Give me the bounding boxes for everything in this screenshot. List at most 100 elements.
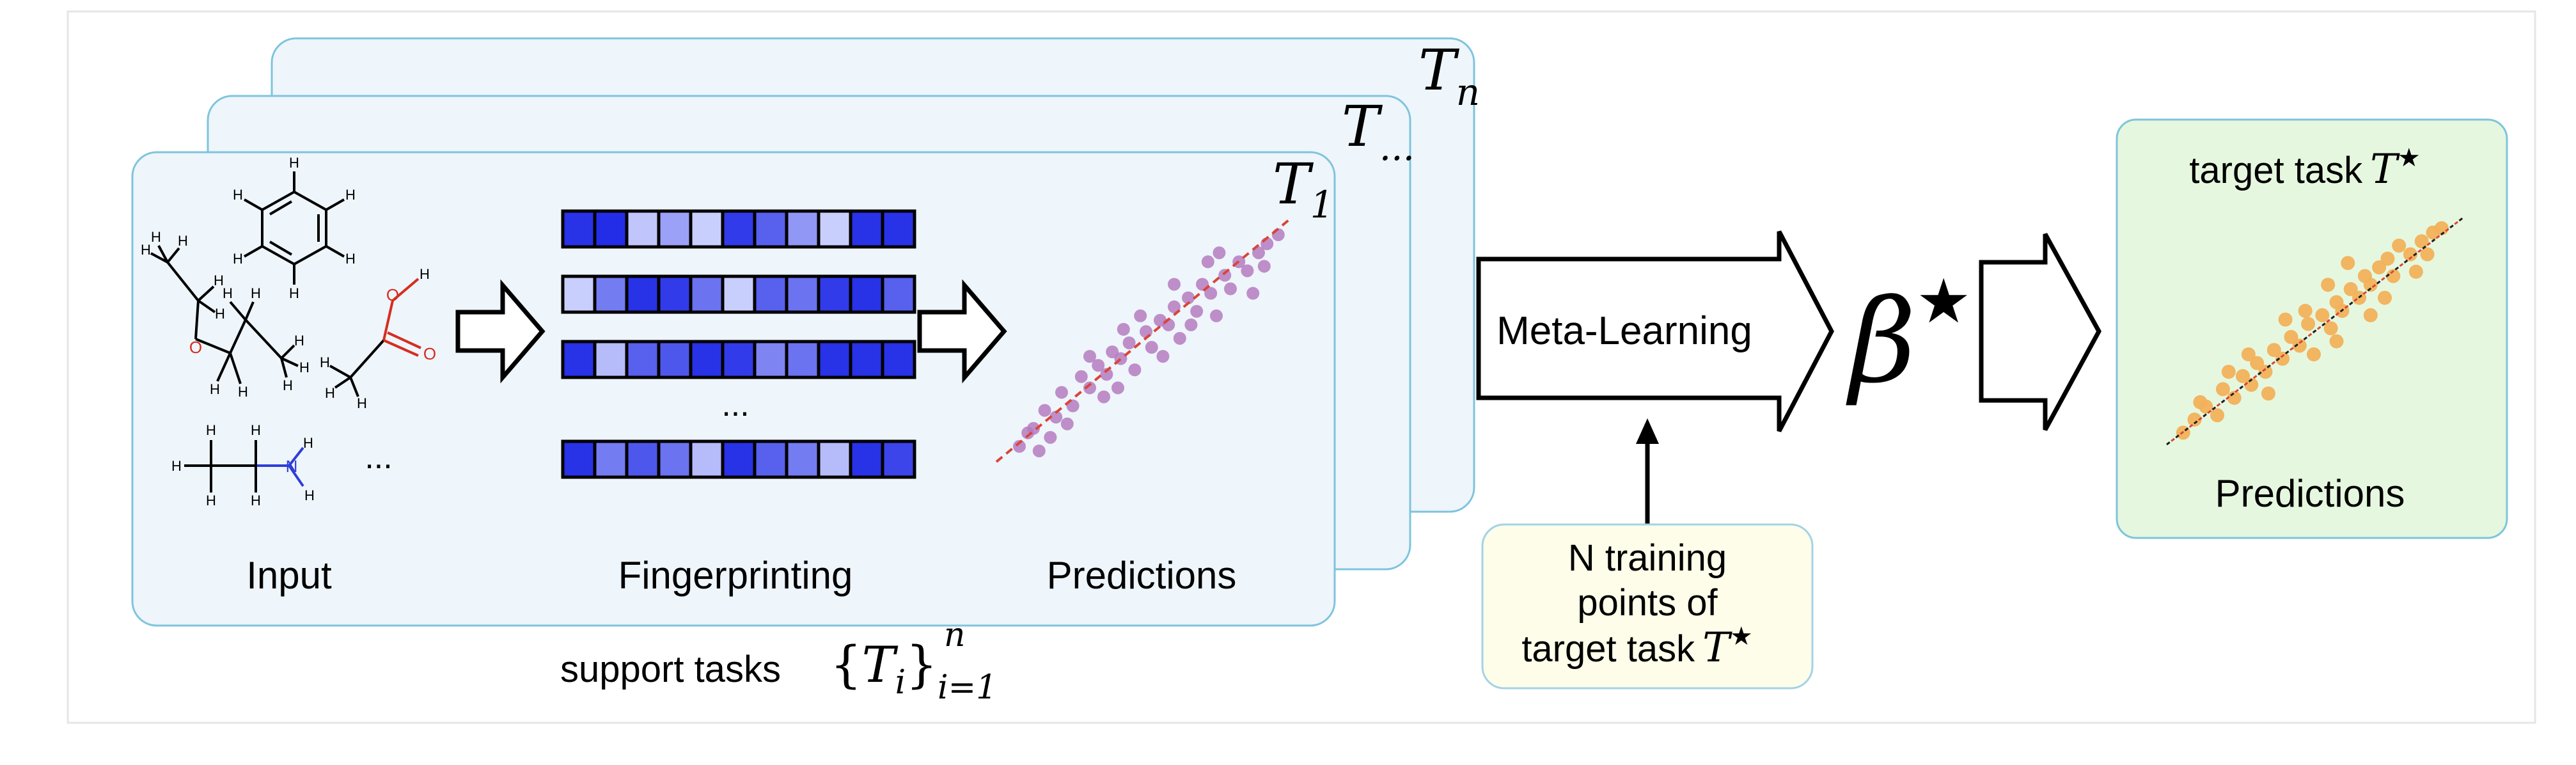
target-data-point xyxy=(2426,225,2440,240)
fingerprint-bit xyxy=(817,209,852,249)
support-data-point xyxy=(1049,411,1063,424)
target-data-point xyxy=(2392,239,2407,253)
support-data-point xyxy=(1201,255,1214,269)
fingerprint-bit xyxy=(753,439,789,479)
target-data-point xyxy=(2329,295,2344,310)
fingerprint-vector xyxy=(561,340,916,379)
atom-h: H xyxy=(233,251,243,267)
support-data-point xyxy=(1122,336,1136,349)
support-data-point xyxy=(1241,264,1254,278)
target-data-point xyxy=(2408,264,2423,279)
atom-h: H xyxy=(299,359,310,375)
fingerprint-bit xyxy=(625,340,661,379)
support-data-point xyxy=(1204,287,1218,300)
task-panel-1 xyxy=(131,151,1336,627)
fingerprint-bit xyxy=(849,439,884,479)
target-data-point xyxy=(2210,408,2225,423)
acetic-acid-molecule xyxy=(329,278,421,397)
target-data-point xyxy=(2278,312,2293,327)
support-data-point xyxy=(1145,341,1158,354)
ethylamine-molecule xyxy=(184,440,304,493)
support-data-point xyxy=(1083,350,1096,363)
fingerprint-bit xyxy=(689,209,725,249)
atom-h: H xyxy=(171,458,182,474)
target-data-point xyxy=(2357,269,2372,283)
target-fit-line xyxy=(2166,216,2464,446)
support-data-point xyxy=(1246,287,1260,300)
fingerprint-bit xyxy=(721,209,757,249)
support-data-point xyxy=(1038,404,1051,417)
support-data-point xyxy=(1111,381,1124,395)
fingerprint-bit xyxy=(817,439,852,479)
arrow-input-to-fingerprint xyxy=(455,279,546,384)
support-data-point xyxy=(1027,422,1040,435)
target-data-point xyxy=(2187,413,2202,427)
fingerprint-bit xyxy=(689,439,725,479)
fingerprint-bit xyxy=(593,340,629,379)
fingerprint-bit xyxy=(721,274,757,314)
fingerprint-bit xyxy=(689,340,725,379)
target-predictions-label: Predictions xyxy=(2215,472,2405,515)
support-data-point xyxy=(1128,363,1142,377)
task-1-label: T1 xyxy=(1273,151,1334,226)
fingerprint-bit xyxy=(593,209,629,249)
beta-star-symbol: β★ xyxy=(1846,265,1971,409)
support-data-point xyxy=(1168,278,1181,291)
fingerprint-bit xyxy=(721,439,757,479)
fingerprint-bit xyxy=(593,439,629,479)
target-data-point xyxy=(2199,399,2213,414)
target-data-point xyxy=(2315,308,2330,322)
target-data-point xyxy=(2378,290,2392,305)
meta-learning-arrow xyxy=(1476,230,1834,432)
target-data-point xyxy=(2241,347,2256,361)
target-data-point xyxy=(2301,317,2316,331)
target-data-point xyxy=(2363,308,2378,322)
target-data-point xyxy=(2236,369,2250,383)
support-tasks-sup: n xyxy=(944,616,966,654)
fingerprint-bit xyxy=(561,439,597,479)
task-n-label: Tn xyxy=(1418,37,1480,114)
atom-h: H xyxy=(141,242,151,258)
target-data-point xyxy=(2215,382,2230,397)
support-data-point xyxy=(1190,304,1204,318)
target-data-point xyxy=(2261,386,2275,401)
support-data-point xyxy=(1210,309,1223,322)
atom-h: H xyxy=(420,266,430,282)
atom-h: H xyxy=(206,493,216,509)
molecules xyxy=(150,171,421,493)
support-data-point xyxy=(1083,381,1096,395)
support-data-point xyxy=(1060,417,1074,430)
fingerprint-bit xyxy=(657,439,693,479)
support-data-point xyxy=(1117,322,1130,336)
fingerprint-bit xyxy=(817,340,852,379)
fingerprinting-label: Fingerprinting xyxy=(618,554,853,597)
target-data-point xyxy=(2275,351,2290,366)
fingerprint-bit xyxy=(657,340,693,379)
arrow-beta-to-target xyxy=(1979,233,2101,431)
support-data-point xyxy=(1100,368,1113,381)
ether-molecule xyxy=(150,245,299,384)
support-data-point xyxy=(1032,444,1046,457)
target-data-point xyxy=(2323,321,2338,336)
target-data-point xyxy=(2420,247,2435,262)
fingerprint-bit xyxy=(561,340,597,379)
support-data-point xyxy=(1097,390,1110,404)
atom-h: H xyxy=(320,354,330,370)
support-data-point xyxy=(1106,345,1119,359)
task-dots-label: T... xyxy=(1342,93,1415,169)
target-prediction-scatter xyxy=(2166,216,2464,446)
support-data-point xyxy=(1013,439,1026,453)
fingerprint-bit xyxy=(785,274,821,314)
fingerprint-bit xyxy=(881,439,916,479)
support-data-point xyxy=(1134,309,1147,322)
atom-h: H xyxy=(289,155,299,171)
support-data-point xyxy=(1213,246,1226,260)
support-data-point xyxy=(1252,246,1265,260)
target-data-point xyxy=(2341,256,2355,271)
target-data-point xyxy=(2266,343,2281,358)
fingerprint-bit xyxy=(881,340,916,379)
fingerprint-ellipsis: ... xyxy=(721,386,749,423)
atom-h: H xyxy=(325,385,335,401)
